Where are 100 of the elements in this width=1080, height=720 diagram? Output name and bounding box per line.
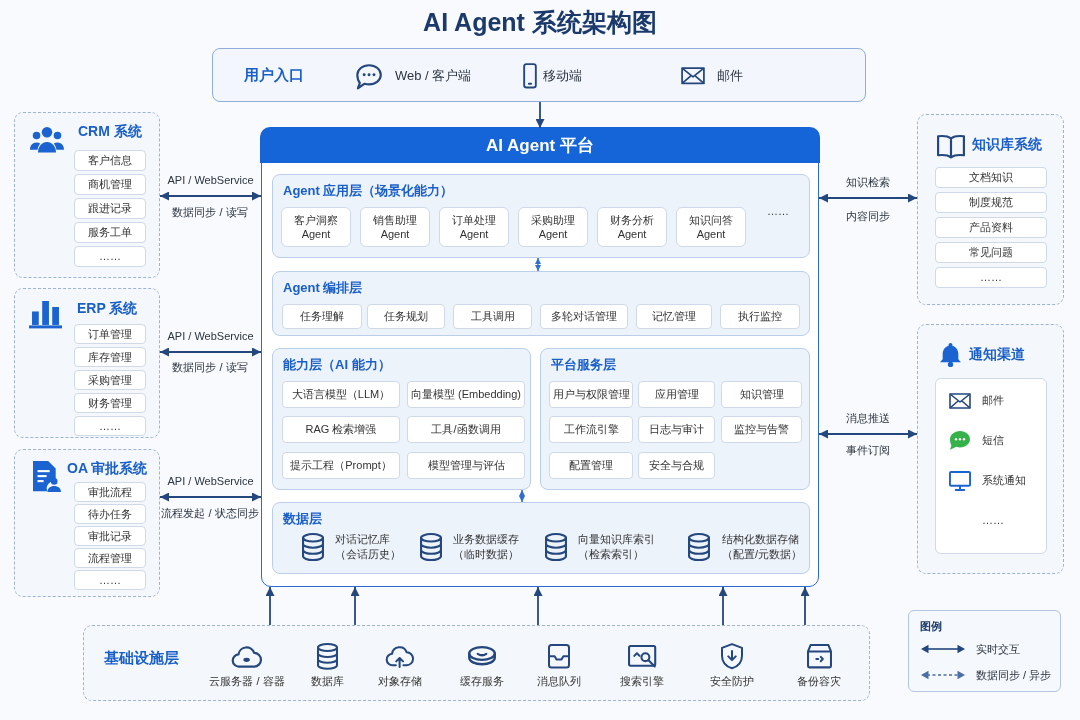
arrow	[800, 586, 810, 626]
system-panel	[14, 288, 160, 438]
more-label: ……	[982, 514, 1004, 528]
double-arrow	[818, 429, 918, 439]
module-item: 配置管理	[549, 452, 633, 479]
arrow	[350, 586, 360, 626]
store-label: 向量知识库索引（检索索引）	[578, 532, 656, 562]
list-item: 跟进记录	[74, 198, 146, 219]
store-label: 业务数据缓存（临时数据）	[453, 532, 520, 562]
double-arrow	[159, 191, 262, 201]
module-item: 任务规划	[367, 304, 445, 329]
agent-card: 销售助理 Agent	[360, 207, 430, 247]
panel-title: CRM 系统	[78, 123, 142, 140]
annotation-text: 数据同步 / 读写	[172, 360, 248, 374]
module-item: 工具调用	[453, 304, 532, 329]
layer-panel	[540, 348, 810, 490]
list-item: ……	[935, 267, 1047, 288]
list-item: 财务管理	[74, 393, 146, 413]
platform-panel	[261, 128, 819, 587]
layer-panel	[272, 271, 810, 336]
list-item: 服务工单	[74, 222, 146, 243]
double-arrow	[818, 193, 918, 203]
list-item: ……	[74, 416, 146, 436]
layer-title: 能力层（AI 能力）	[283, 357, 391, 373]
legend-label: 数据同步 / 异步	[976, 668, 1052, 682]
more-label: ……	[767, 205, 789, 219]
arrow	[265, 586, 275, 626]
list-item: ……	[74, 570, 146, 590]
list-item: 采购管理	[74, 370, 146, 390]
layer-title: 平台服务层	[551, 357, 616, 373]
entry-label: 邮件	[717, 68, 743, 84]
list-item: 客户信息	[74, 150, 146, 171]
entry-label: 移动端	[543, 68, 582, 84]
channel-list	[935, 378, 1047, 554]
module-item: 执行监控	[720, 304, 800, 329]
module-item: 向量模型 (Embedding)	[407, 381, 525, 408]
module-item: RAG 检索增强	[282, 416, 400, 443]
edge-label: 知识检索	[846, 175, 890, 189]
system-panel	[14, 112, 160, 278]
annotation-text: 事件订阅	[846, 443, 890, 457]
module-item: 安全与合规	[638, 452, 715, 479]
module-item: 提示工程（Prompt）	[282, 452, 400, 479]
double-arrow	[519, 489, 525, 503]
module-item: 多轮对话管理	[540, 304, 628, 329]
layer-title: Agent 应用层（场景化能力）	[283, 183, 454, 199]
module-item: 记忆管理	[636, 304, 712, 329]
list-item: 审批记录	[74, 526, 146, 546]
list-item: 库存管理	[74, 347, 146, 367]
arrow	[535, 101, 545, 129]
double-arrow	[159, 492, 262, 502]
service-label: 数据库	[310, 675, 344, 689]
service-label: 安全防护	[710, 675, 754, 689]
edge-label: API / WebService	[167, 474, 254, 488]
channel-label: 短信	[982, 434, 1004, 448]
module-item: 大语言模型（LLM）	[282, 381, 400, 408]
system-panel	[917, 324, 1064, 574]
list-item: 商机管理	[74, 174, 146, 195]
module-item: 监控与告警	[721, 416, 802, 443]
service-label: 消息队列	[537, 675, 581, 689]
edge-label: 消息推送	[846, 411, 890, 425]
list-item: 产品资料	[935, 217, 1047, 238]
service-label: 缓存服务	[460, 675, 504, 689]
edge-label: API / WebService	[167, 329, 254, 343]
system-panel	[14, 449, 160, 597]
agent-card: 采购助理 Agent	[518, 207, 588, 247]
panel-title: 通知渠道	[969, 346, 1025, 363]
layer-title: Agent 编排层	[283, 280, 363, 296]
module-item: 日志与审计	[638, 416, 715, 443]
module-item: 知识管理	[721, 381, 802, 408]
list-item: 审批流程	[74, 482, 146, 502]
list-item: ……	[74, 246, 146, 267]
double-arrow	[159, 347, 262, 357]
module-item: 工作流引擎	[549, 416, 633, 443]
service-label: 云服务器 / 容器	[209, 675, 285, 689]
agent-card: 财务分析 Agent	[597, 207, 667, 247]
entry-panel	[212, 48, 866, 102]
annotation-text: 内容同步	[846, 209, 890, 223]
service-label: 搜索引擎	[620, 675, 664, 689]
module-item: 任务理解	[282, 304, 362, 329]
module-item: 模型管理与评估	[407, 452, 525, 479]
list-item: 制度规范	[935, 192, 1047, 213]
channel-label: 系统通知	[982, 474, 1026, 488]
agent-card: 客户洞察 Agent	[281, 207, 351, 247]
module-item: 工具/函数调用	[407, 416, 525, 443]
list-item: 订单管理	[74, 324, 146, 344]
layer-panel	[272, 348, 531, 490]
infra-panel	[83, 625, 870, 701]
module-item: 用户与权限管理	[549, 381, 633, 408]
panel-title: 用户入口	[244, 66, 304, 84]
arrow	[533, 586, 543, 626]
agent-card: 订单处理 Agent	[439, 207, 509, 247]
legend-label: 实时交互	[976, 642, 1020, 656]
double-arrow	[535, 257, 541, 272]
system-panel	[917, 114, 1064, 305]
arrow	[718, 586, 728, 626]
list-item: 文档知识	[935, 167, 1047, 188]
layer-title: 数据层	[283, 511, 322, 527]
list-item: 流程管理	[74, 548, 146, 568]
service-label: 备份容灾	[797, 675, 841, 689]
agent-card: 知识问答 Agent	[676, 207, 746, 247]
